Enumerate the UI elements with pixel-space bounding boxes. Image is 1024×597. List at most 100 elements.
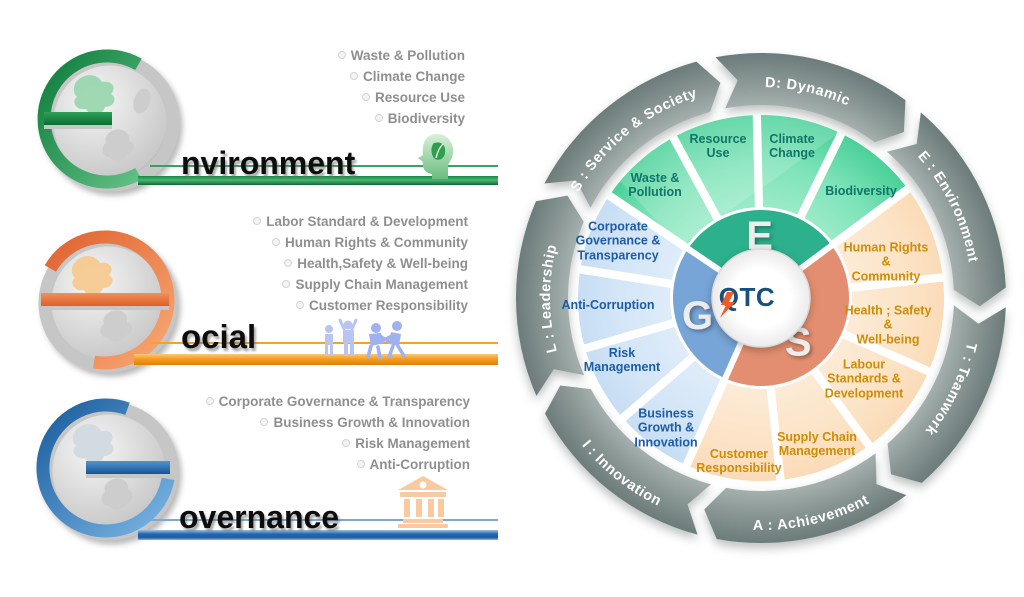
governance-bar xyxy=(138,530,498,540)
social-word: ocial xyxy=(181,318,257,355)
people-community-icon xyxy=(325,318,406,360)
list-item-label: Health,Safety & Well-being xyxy=(297,256,468,271)
list-item: Risk Management xyxy=(150,433,470,454)
list-item-label: Customer Responsibility xyxy=(308,298,468,313)
wedge-label: Biodiversity xyxy=(825,183,897,198)
environment-bar xyxy=(138,176,498,185)
sheen-highlight xyxy=(615,115,870,246)
esg-core-segment-s xyxy=(728,248,850,387)
list-item-label: Human Rights & Community xyxy=(284,235,468,250)
list-item: Supply Chain Management xyxy=(150,274,468,295)
wedge-label: Risk Management xyxy=(583,345,661,374)
ring-segment xyxy=(704,453,907,543)
topic-wedge xyxy=(818,338,927,444)
circle-bullet-icon xyxy=(356,460,365,468)
wedge-label: Waste & Pollution xyxy=(628,170,682,199)
bar-shadow xyxy=(44,125,112,129)
topic-wedge xyxy=(690,382,777,481)
esg-core-segment-g xyxy=(673,251,739,378)
continent xyxy=(133,88,151,114)
environment-thin-line xyxy=(150,165,498,167)
list-item-label: Biodiversity xyxy=(387,111,465,126)
ring-segment xyxy=(886,112,1006,307)
wedge-label: Business Growth & Innovation xyxy=(634,406,698,450)
continent xyxy=(102,129,135,161)
topic-wedge xyxy=(625,360,721,464)
governance-word: overnance xyxy=(179,499,340,535)
bar-shadow xyxy=(41,306,169,310)
circle-bullet-icon xyxy=(260,418,269,426)
circle-bullet-icon xyxy=(337,51,346,59)
circle-bullet-icon xyxy=(284,259,293,267)
topic-wedge xyxy=(774,373,866,480)
topic-wedge xyxy=(676,115,755,217)
list-item: Climate Change xyxy=(150,66,465,87)
eco-head-leaf-icon xyxy=(418,133,454,179)
qtc-lightning-bolt-icon xyxy=(720,292,735,318)
topic-wedges xyxy=(577,115,944,481)
list-item: Biodiversity xyxy=(150,108,465,129)
topic-wedge xyxy=(586,327,690,415)
wedge-label: Health ; Safety & Well-being xyxy=(844,303,932,347)
esg-core-segment-e xyxy=(689,210,830,269)
wedge-label: Labour Standards & Development xyxy=(824,357,904,401)
circle-bullet-icon xyxy=(349,72,358,80)
list-item: Resource Use xyxy=(150,87,465,108)
circle-bullet-icon xyxy=(205,397,214,405)
list-item-label: Supply Chain Management xyxy=(295,277,468,292)
circle-bullet-icon xyxy=(342,439,351,447)
environment-globe-logo xyxy=(37,49,180,192)
list-item: Anti-Corruption xyxy=(150,454,470,475)
continent xyxy=(100,310,133,342)
circle-bullet-icon xyxy=(374,114,383,122)
environment-word: nvironment xyxy=(181,145,356,181)
list-item-label: Resource Use xyxy=(374,90,465,105)
ring-segment xyxy=(544,385,711,535)
wedge-label: Corporate Governance & Transparency xyxy=(575,219,661,263)
governance-thin-line xyxy=(150,519,498,521)
topic-wedge xyxy=(761,115,838,215)
letter-e-bar xyxy=(44,112,112,125)
topic-wedge xyxy=(611,139,714,244)
topic-wedge xyxy=(577,273,673,345)
topic-wedge xyxy=(804,135,906,241)
list-item: Customer Responsibility xyxy=(150,295,468,316)
letter-g-ring xyxy=(36,398,175,538)
wedge-label: Human Rights & Community xyxy=(843,240,929,284)
topic-wedge xyxy=(845,281,944,368)
continent xyxy=(101,478,134,510)
circle-bullet-icon xyxy=(295,301,304,309)
list-item-label: Risk Management xyxy=(355,436,470,451)
continent xyxy=(71,256,113,296)
continent xyxy=(72,424,114,464)
list-item-label: Labor Standard & Development xyxy=(266,214,468,229)
list-item: Waste & Pollution xyxy=(150,45,465,66)
list-item: Corporate Governance & Transparency xyxy=(150,391,470,412)
wedge-label: Resource Use xyxy=(689,131,747,160)
ring-segment xyxy=(887,305,1006,483)
bar-shadow xyxy=(86,474,170,478)
list-item-label: Business Growth & Innovation xyxy=(273,415,470,430)
bank-building-icon xyxy=(398,476,448,528)
list-item-label: Anti-Corruption xyxy=(369,457,470,472)
list-item: Health,Safety & Well-being xyxy=(150,253,468,274)
circle-bullet-icon xyxy=(271,238,280,246)
ring-segment xyxy=(715,52,906,143)
ring-segment-label: L : Leadership xyxy=(538,243,561,355)
letter-s-bar xyxy=(41,293,169,306)
list-item-label: Climate Change xyxy=(362,69,465,84)
circle-bullet-icon xyxy=(361,93,370,101)
continent xyxy=(73,75,115,115)
wedge-label: Climate Change xyxy=(769,131,815,160)
list-item: Labor Standard & Development xyxy=(150,211,468,232)
topic-wedge xyxy=(836,192,943,284)
list-item: Business Growth & Innovation xyxy=(150,412,470,433)
wedge-label: Anti-Corruption xyxy=(561,297,655,312)
wedge-label: Supply Chain Management xyxy=(777,429,857,458)
list-item-label: Corporate Governance & Transparency xyxy=(218,394,470,409)
social-globe-logo xyxy=(38,230,178,373)
